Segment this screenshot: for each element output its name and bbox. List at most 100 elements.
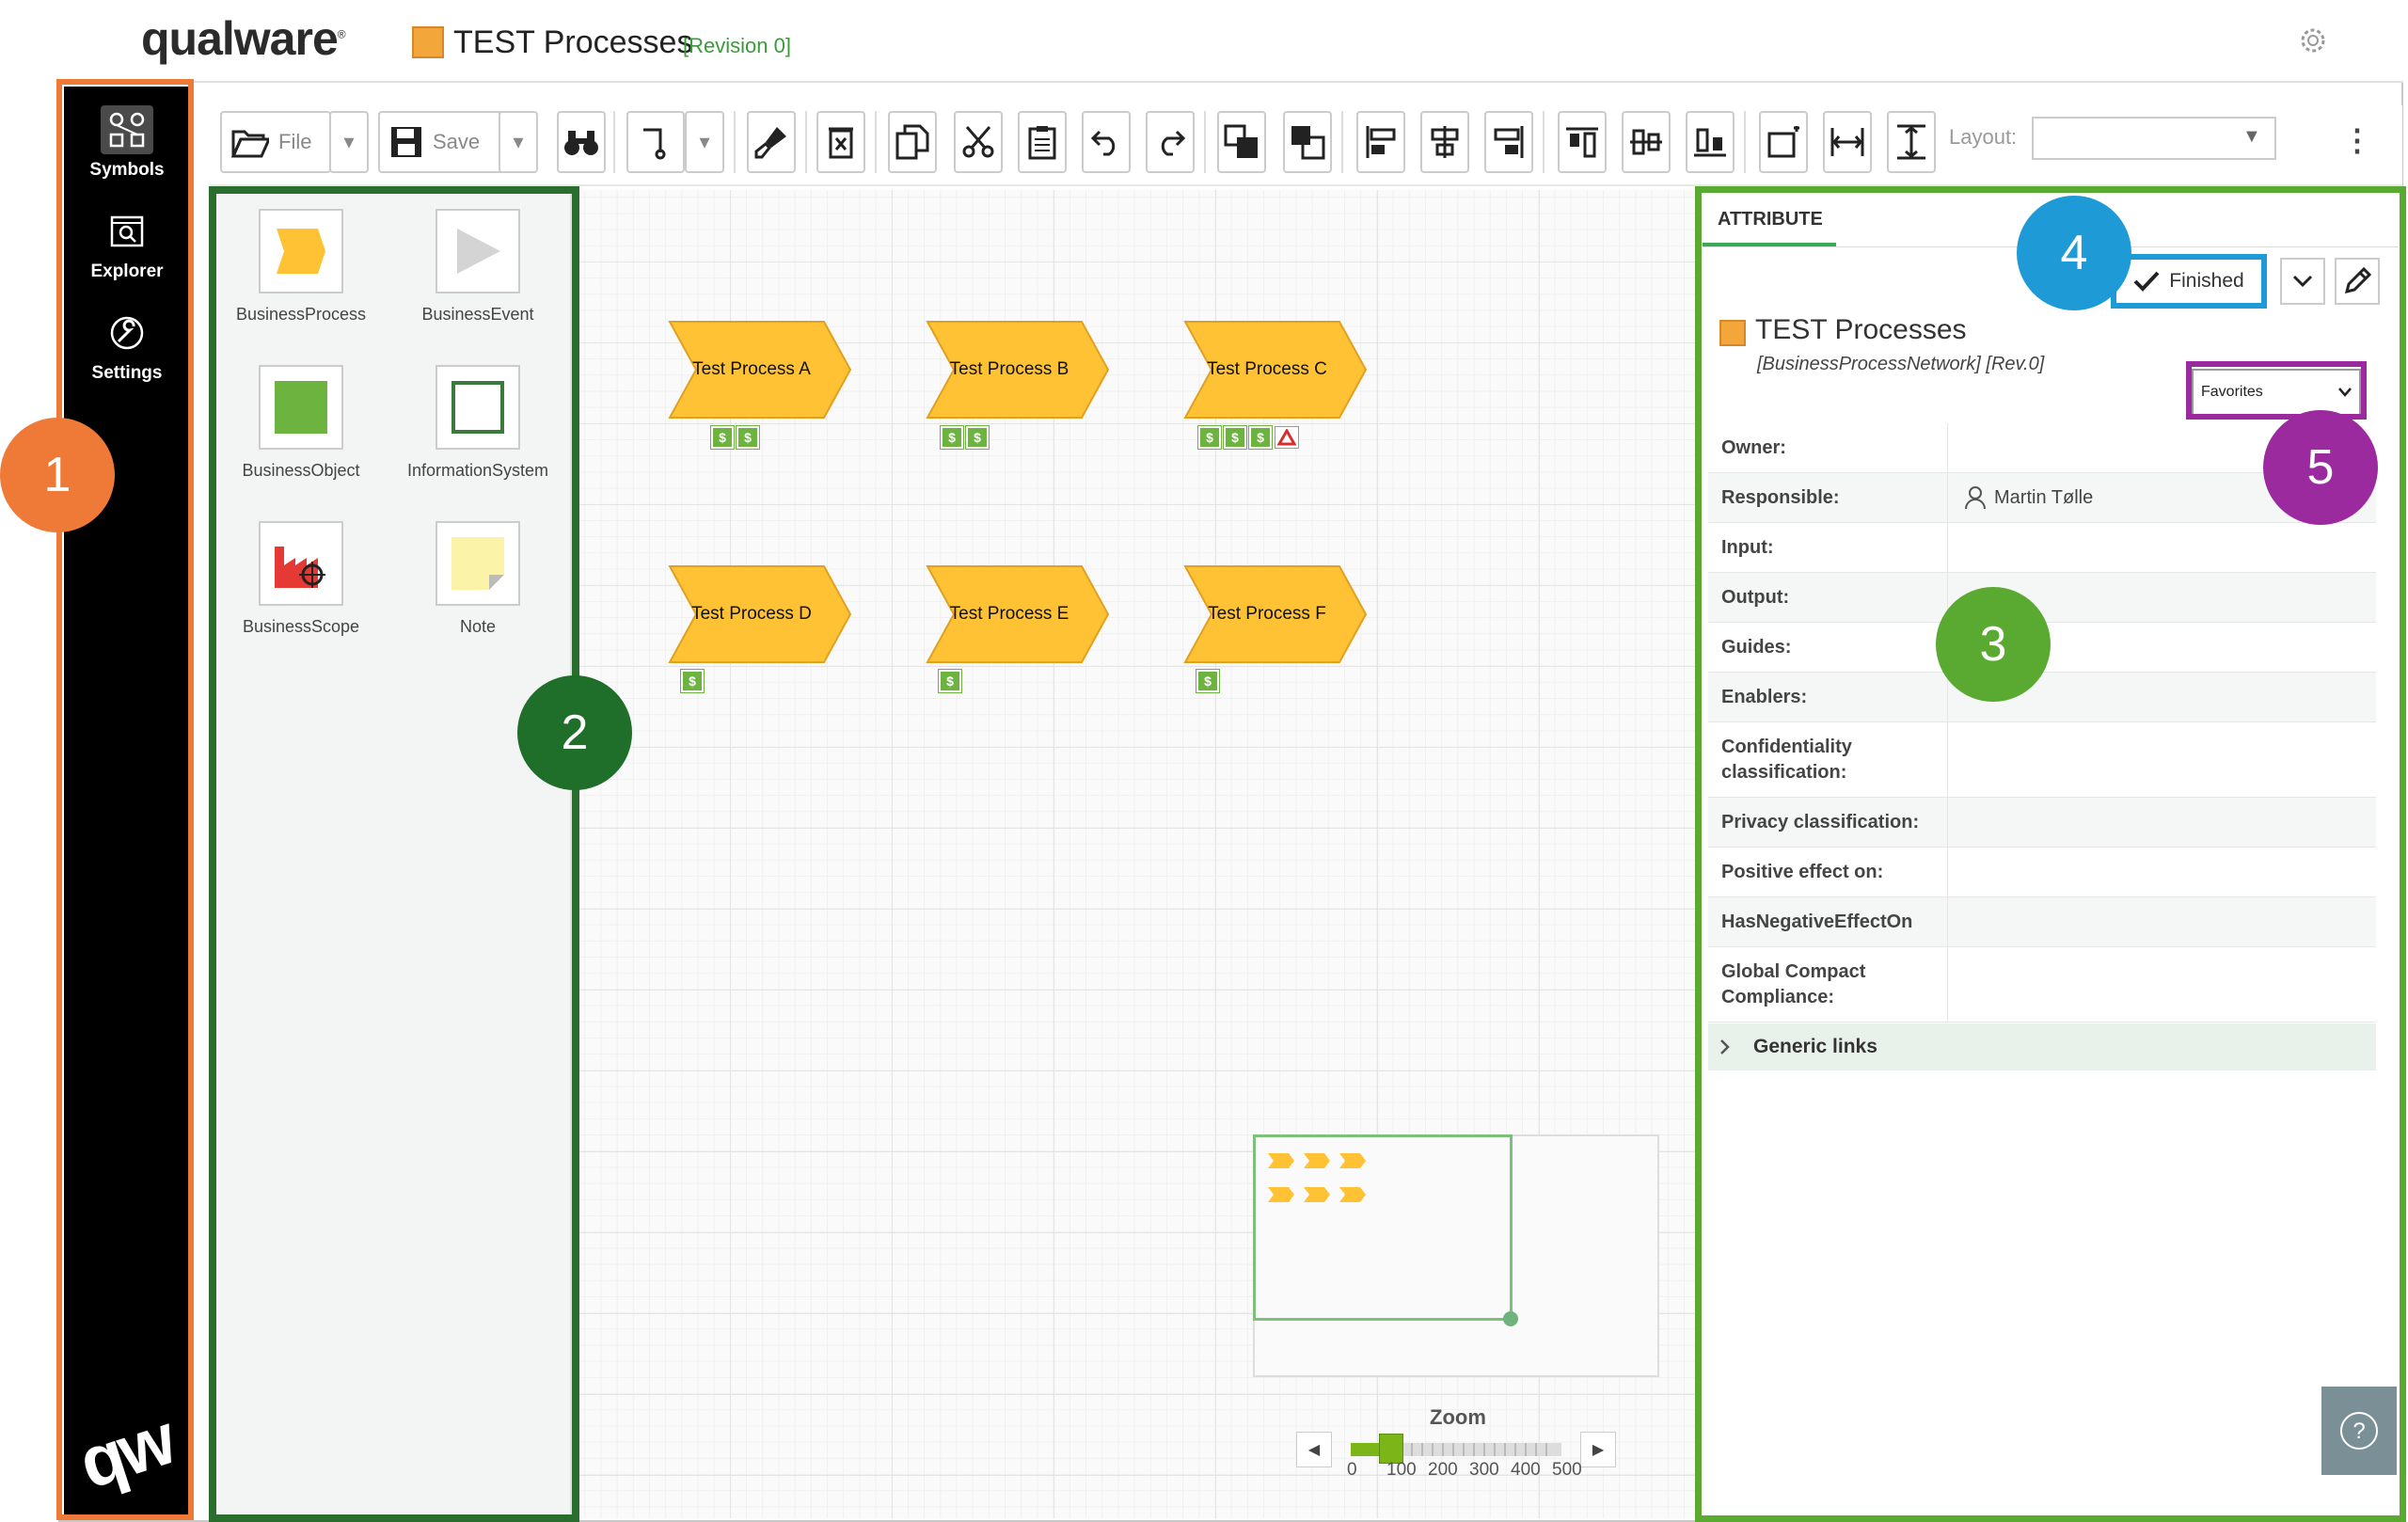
nav-symbols[interactable]: Symbols <box>64 105 190 199</box>
palette-item-businessobject[interactable]: BusinessObject <box>213 365 389 481</box>
attribute-row-global-compact[interactable]: Global Compact Compliance: <box>1708 947 2376 1023</box>
connector-dropdown-button[interactable]: ▾ <box>685 111 724 173</box>
binoculars-icon <box>564 131 598 155</box>
business-scope-icon <box>275 547 325 588</box>
status-dropdown-button[interactable] <box>2280 258 2325 305</box>
connector-button[interactable] <box>626 111 685 173</box>
minimap-viewport[interactable] <box>1253 1134 1513 1321</box>
highlight-navigation <box>56 79 194 1520</box>
toolbar-separator <box>1744 111 1746 173</box>
attribute-row-negative-effect[interactable]: HasNegativeEffectOn <box>1708 897 2376 947</box>
minimap-resize-handle[interactable] <box>1503 1311 1518 1326</box>
process-label: Test Process B <box>949 359 1069 379</box>
dollar-badge-icon: $ <box>710 425 735 450</box>
callout-5: 5 <box>2263 410 2378 525</box>
scissors-icon <box>962 126 994 158</box>
process-label: Test Process F <box>1208 604 1326 624</box>
process-shape[interactable]: Test Process A <box>668 320 852 420</box>
process-badges: $ $ <box>710 425 760 450</box>
page-title: TEST Processes <box>453 24 693 60</box>
align-bottom-button[interactable] <box>1686 111 1735 173</box>
dollar-badge-icon: $ <box>940 425 964 450</box>
palette-item-businessevent[interactable]: BusinessEvent <box>389 209 566 325</box>
palette-item-businessscope[interactable]: BusinessScope <box>213 521 389 637</box>
undo-icon <box>1090 130 1116 156</box>
file-dropdown-button[interactable]: ▾ <box>329 111 369 173</box>
callout-2: 2 <box>517 675 632 790</box>
information-system-icon <box>452 381 504 434</box>
attribute-row-positive-effect[interactable]: Positive effect on: <box>1708 848 2376 897</box>
process-label: Test Process C <box>1207 359 1327 379</box>
save-button[interactable]: Save <box>378 111 506 173</box>
cut-button[interactable] <box>954 111 1003 173</box>
attribute-row-owner[interactable]: Owner: <box>1708 423 2376 473</box>
format-painter-button[interactable] <box>747 111 796 173</box>
business-process-icon <box>277 229 325 274</box>
left-navigation: Symbols Explorer Settings <box>64 87 190 1516</box>
dollar-badge-icon: $ <box>1223 425 1247 450</box>
dollar-badge-icon: $ <box>1196 669 1220 693</box>
bring-front-button[interactable] <box>1217 111 1266 173</box>
delete-button[interactable] <box>816 111 865 173</box>
dollar-badge-icon: $ <box>938 669 962 693</box>
process-label: Test Process A <box>692 359 811 379</box>
process-shape[interactable]: Test Process F <box>1183 564 1368 664</box>
attribute-row-privacy[interactable]: Privacy classification: <box>1708 798 2376 848</box>
generic-links-section[interactable]: Generic links <box>1708 1023 2376 1070</box>
align-right-button[interactable] <box>1484 111 1533 173</box>
same-height-button[interactable] <box>1887 111 1936 173</box>
process-badges: $ $ $ <box>1197 425 1299 450</box>
gear-icon[interactable] <box>2299 26 2327 55</box>
warning-icon <box>1275 426 1299 449</box>
zoom-tick-label: 100 <box>1386 1460 1417 1480</box>
toolbar-separator <box>1204 111 1206 173</box>
find-button[interactable] <box>557 111 606 173</box>
attribute-row-confidentiality[interactable]: Confidentiality classification: <box>1708 722 2376 798</box>
toolbar-separator <box>613 111 615 173</box>
redo-icon <box>1161 130 1186 156</box>
palette-item-informationsystem[interactable]: InformationSystem <box>389 365 566 481</box>
palette-item-businessprocess[interactable]: BusinessProcess <box>213 209 389 325</box>
process-shape[interactable]: Test Process B <box>926 320 1110 420</box>
process-shape[interactable]: Test Process D <box>668 564 852 664</box>
same-width-button[interactable] <box>1823 111 1872 173</box>
attribute-row-enablers[interactable]: Enablers: <box>1708 673 2376 722</box>
align-left-button[interactable] <box>1356 111 1405 173</box>
same-height-icon <box>1897 124 1925 160</box>
layout-select[interactable] <box>2032 117 2276 160</box>
more-menu-icon[interactable]: ⋮ <box>2342 123 2372 157</box>
send-back-button[interactable] <box>1283 111 1332 173</box>
align-center-button[interactable] <box>1420 111 1469 173</box>
minimap[interactable] <box>1253 1134 1659 1377</box>
zoom-in-button[interactable]: ▶ <box>1580 1432 1616 1467</box>
undo-button[interactable] <box>1082 111 1131 173</box>
zoom-out-button[interactable]: ◀ <box>1296 1432 1332 1467</box>
zoom-label: Zoom <box>1430 1405 1486 1429</box>
dollar-badge-icon: $ <box>965 425 990 450</box>
object-subtitle: [BusinessProcessNetwork] [Rev.0] <box>1757 354 2045 374</box>
process-shape[interactable]: Test Process E <box>926 564 1110 664</box>
status-finished-button[interactable]: Finished <box>2115 258 2263 305</box>
save-dropdown-button[interactable]: ▾ <box>499 111 538 173</box>
align-left-icon <box>1366 126 1396 158</box>
file-button[interactable]: File <box>220 111 331 173</box>
send-to-back-icon <box>1291 126 1325 160</box>
paste-button[interactable] <box>1018 111 1067 173</box>
redo-button[interactable] <box>1146 111 1195 173</box>
nav-settings[interactable]: Settings <box>64 309 190 403</box>
process-shape[interactable]: Test Process C <box>1183 320 1368 420</box>
tab-attribute[interactable]: ATTRIBUTE <box>1718 209 1823 230</box>
nav-explorer[interactable]: Explorer <box>64 207 190 301</box>
attribute-row-input[interactable]: Input: <box>1708 523 2376 573</box>
dollar-badge-icon: $ <box>1248 425 1273 450</box>
copy-button[interactable] <box>888 111 937 173</box>
align-top-button[interactable] <box>1558 111 1607 173</box>
align-middle-button[interactable] <box>1622 111 1671 173</box>
symbols-icon <box>101 105 153 154</box>
palette-item-note[interactable]: Note <box>389 521 566 637</box>
help-button[interactable]: ? <box>2321 1387 2397 1475</box>
resize-button[interactable] <box>1759 111 1808 173</box>
edit-button[interactable] <box>2335 258 2380 305</box>
explorer-icon <box>101 207 153 256</box>
zoom-slider-thumb[interactable] <box>1379 1434 1403 1464</box>
